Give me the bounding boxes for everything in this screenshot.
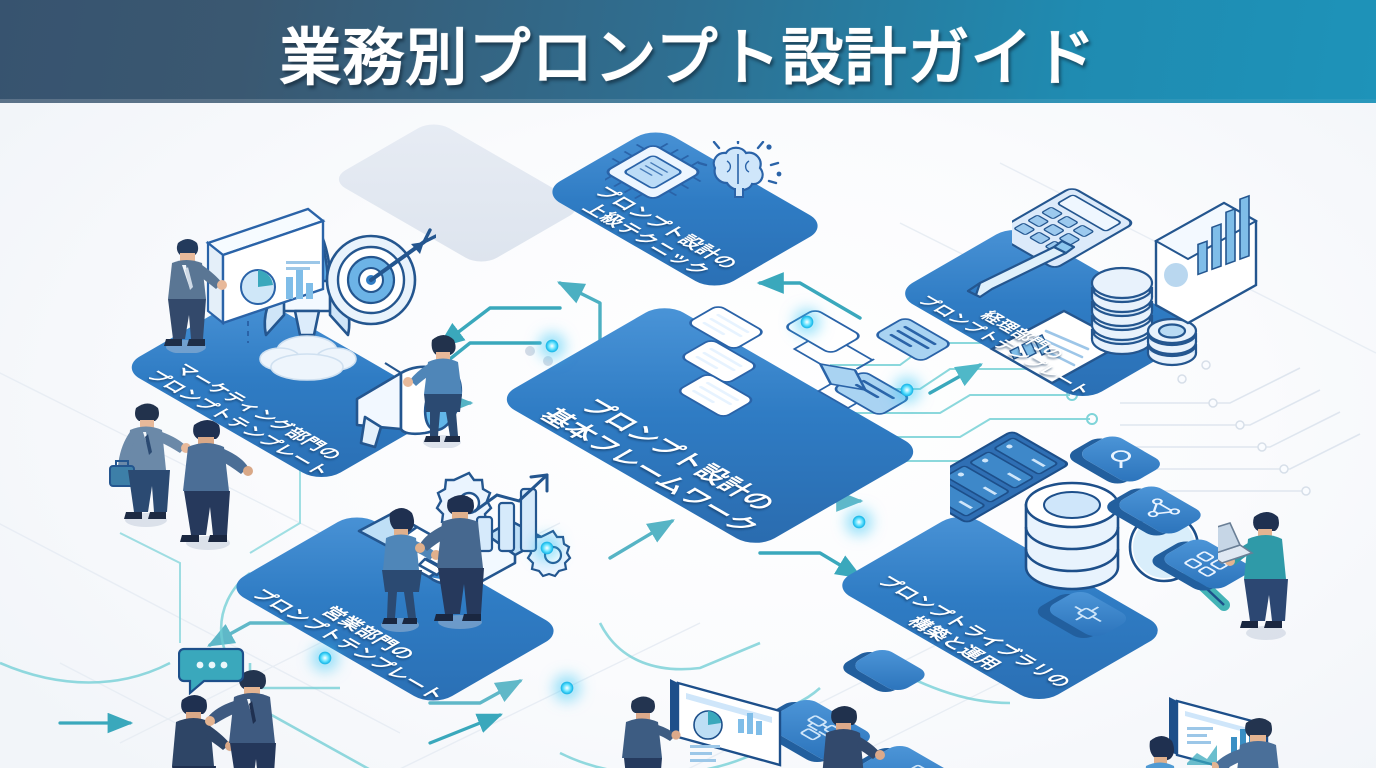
tile-magnifier[interactable]: [1075, 433, 1167, 485]
pen-icon: [966, 239, 1076, 299]
glow-dot: [540, 541, 554, 555]
network-nodes-icon: [1113, 483, 1207, 537]
dashboard-screen-icon: [670, 679, 782, 767]
node-prompt-library[interactable]: プロンプトライブラリの 構築と運用: [831, 431, 1230, 706]
glow-dot: [560, 681, 574, 695]
laptop-icon: [1218, 522, 1254, 564]
target-dartboard-icon: [325, 228, 436, 326]
glow-dot: [852, 515, 866, 529]
glow-dot: [318, 651, 332, 665]
node-advanced-techniques[interactable]: プロンプト設計の 上級テクニック: [541, 126, 829, 292]
server-rack-icon: [950, 431, 1069, 523]
figure-businesswoman-handshake: [381, 508, 441, 632]
figure-woman-with-tablet: [1145, 736, 1175, 768]
diagram-canvas: プロンプト設計の 上級テクニック: [0, 103, 1376, 768]
spark-rays-icon: [697, 141, 780, 185]
figure-businessman-handshake: [415, 495, 484, 629]
figure-screen-operator: [622, 696, 681, 768]
bar-chart-icon: [1153, 194, 1259, 325]
node-marketing[interactable]: マーケティング部門の プロンプトテンプレート: [120, 207, 463, 484]
node-accounting[interactable]: 経理部門の プロンプトテンプレート: [893, 188, 1259, 403]
figure-businessman-greeting: [180, 420, 253, 550]
figure-businesswoman-gesturing: [403, 335, 462, 448]
glow-dot: [545, 339, 559, 353]
figure-chat-speaker: [205, 670, 276, 768]
node-framework-center[interactable]: プロンプト設計の 基本フレームワーク: [495, 301, 950, 550]
glow-dot: [900, 383, 914, 397]
tile-left-small[interactable]: [849, 646, 931, 694]
tile-sitemap[interactable]: [854, 742, 968, 768]
glow-dot: [800, 315, 814, 329]
chat-bubble-icon: [178, 647, 245, 696]
figure-businessman-with-briefcase: [109, 403, 191, 527]
tile-circuit[interactable]: [1043, 588, 1133, 640]
figure-chat-listener: [172, 695, 235, 768]
figure-man-at-dashboard: [1212, 718, 1279, 768]
page-title: 業務別プロンプト設計ガイド: [279, 20, 1097, 94]
cpu-chip-icon: [605, 143, 702, 199]
brain-icon: [697, 141, 782, 198]
calculator-icon: [1012, 188, 1133, 268]
figure-laptop-man: [1218, 512, 1288, 640]
magnifier-tile-icon: [1076, 433, 1166, 485]
analytics-screen-icon: [205, 207, 326, 343]
figure-presenter-left: [164, 239, 227, 353]
sitemap-icon: [855, 743, 968, 768]
coin-stack-icon: [1090, 266, 1198, 367]
page-header: 業務別プロンプト設計ガイド: [0, 0, 1376, 103]
figure-tile-operator: [822, 706, 885, 768]
flowchart-icon: [678, 306, 950, 417]
circuit-icon: [1044, 589, 1132, 640]
tile-network[interactable]: [1113, 483, 1207, 537]
database-cylinder-icon: [1024, 481, 1120, 591]
